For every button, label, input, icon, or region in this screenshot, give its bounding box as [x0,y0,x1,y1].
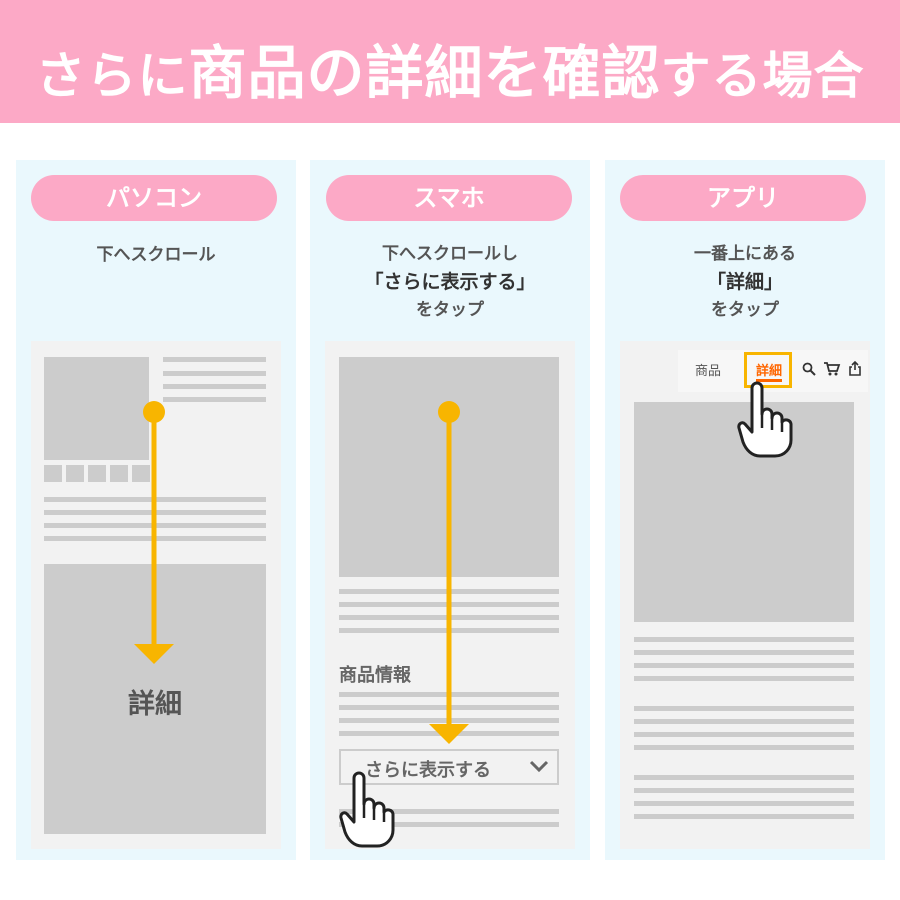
share-icon[interactable] [849,360,861,376]
search-icon[interactable] [802,362,816,376]
pc-instruction-line-1: 下へスクロール [96,245,216,265]
pc-text-line [163,384,266,389]
cart-icon[interactable] [824,362,841,376]
pc-thumbnail [44,465,62,482]
active-tab-indicator [756,379,782,382]
pc-instruction: 下へスクロール [16,240,296,265]
app-text-line [634,814,854,819]
pc-thumbnail [132,465,150,482]
pc-thumbnail [110,465,128,482]
pc-text-line [163,357,266,362]
app-text-line [634,676,854,681]
hand-pointer-icon [339,771,395,848]
hand-pointer-icon [737,381,793,458]
pc-thumbnail [88,465,106,482]
app-instruction-line-2: 「詳細」 [706,271,783,293]
pc-detail-label: 詳細 [128,689,182,720]
banner-title: さらに商品の詳細を確認する場合 [0,26,900,110]
pc-product-image [44,357,149,460]
app-label-pill: アプリ [620,175,866,221]
smartphone-instruction-line-1: 下へスクロールし [382,244,518,264]
app-text-line [634,788,854,793]
smartphone-label-pill: スマホ [326,175,572,221]
app-text-line [634,650,854,655]
app-text-line [634,775,854,780]
header-banner [0,0,900,123]
app-text-line [634,732,854,737]
smartphone-section-title: 商品情報 [339,665,411,686]
pc-text-line [163,371,266,376]
app-text-line [634,663,854,668]
smartphone-text-line [339,809,559,814]
smartphone-text-line [339,822,559,827]
app-text-line [634,719,854,724]
smartphone-instruction-line-2: 「さらに表示する」 [364,271,536,293]
smartphone-show-more-button[interactable]: さらに表示する [339,749,559,785]
app-text-line [634,706,854,711]
tab-product[interactable]: 商品 [695,364,722,379]
app-instruction-line-3: をタップ [711,300,779,320]
smartphone-instruction-line-3: をタップ [416,300,484,320]
app-instruction: 一番上にある 「詳細」 をタップ [605,240,885,324]
app-instruction-line-1: 一番上にある [694,244,796,264]
banner-title-part3: する場合 [660,47,865,105]
app-text-line [634,745,854,750]
app-text-line [634,801,854,806]
pc-text-line [163,397,266,402]
pc-label-pill: パソコン [31,175,277,221]
banner-title-emphasis: 商品の詳細を確認 [188,39,661,107]
banner-title-part1: さらに [35,47,189,105]
chevron-down-icon [529,760,549,773]
app-text-line [634,637,854,642]
show-more-label: さらに表示する [365,760,491,781]
tab-details[interactable]: 詳細 [756,364,783,379]
tab-details-highlight[interactable] [744,352,792,388]
pc-thumbnail [66,465,84,482]
smartphone-instruction: 下へスクロールし 「さらに表示する」 をタップ [310,240,590,324]
